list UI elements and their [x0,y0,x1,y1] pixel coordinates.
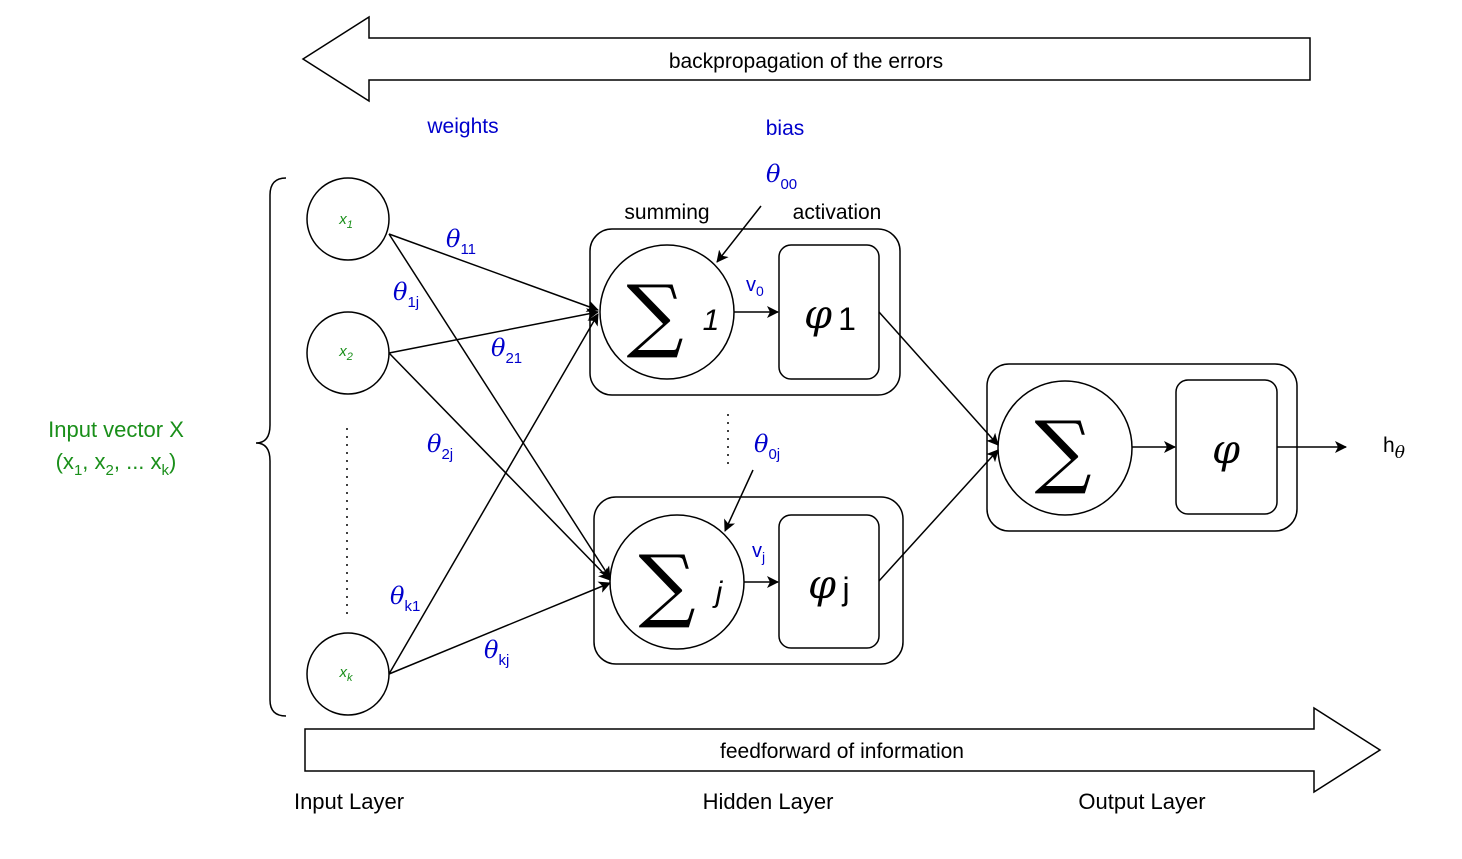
weight-theta-kj: θkj [484,636,509,669]
feedforward-arrow: feedforward of information [304,706,1382,794]
bias-edge-j [724,469,754,532]
phi-1-symbol: φ [804,292,832,338]
backprop-label: backpropagation of the errors [669,50,943,73]
phi-j-symbol: φ [808,562,836,608]
output-h-theta: hθ [1383,434,1405,463]
sum-j-sigma: ∑ [638,538,695,631]
bias-label: bias [766,117,805,140]
input-vector-components: (x1, x2, ... xk) [56,449,177,479]
weight-theta-11: θ11 [446,225,476,258]
weight-theta-21: θ21 [491,334,522,367]
backprop-arrow: backpropagation of the errors [301,15,1311,103]
weights-label: weights [426,115,498,138]
input-node-x1: x1 [306,177,390,261]
phi-1-index: 1 [838,301,856,337]
v0-label: v0 [746,274,764,299]
output-layer-label: Output Layer [1078,789,1205,814]
hidden-neuron-j: ∑ j φ j [593,496,904,665]
activation-label: activation [793,201,882,224]
summing-label: summing [624,201,709,224]
hidden-layer-label: Hidden Layer [703,789,834,814]
svg-text:xk: xk [339,664,354,684]
bias-edge-1 [716,205,762,263]
edge-x2-h1 [388,308,599,354]
weight-connections [388,205,1347,675]
edge-phij-out [878,449,999,582]
output-phi: φ [1212,427,1240,473]
phi-j-index: j [841,571,849,607]
weight-theta-k1: θk1 [390,582,420,615]
sum-1-sigma: ∑ [626,268,683,361]
weight-theta-2j: θ2j [427,430,453,463]
input-brace [255,177,287,717]
input-vector-title: Input vector X [48,417,184,442]
input-node-x2: x2 [306,311,390,395]
edge-xk-h1 [388,313,599,675]
sum-1-index: 1 [703,304,720,337]
svg-text:x2: x2 [338,343,353,363]
edge-x1-hj [388,233,611,579]
input-layer-label: Input Layer [294,789,404,814]
edge-x1-h1 [388,233,599,312]
feedforward-label: feedforward of information [720,740,964,763]
weight-theta-1j: θ1j [393,278,419,311]
edge-xk-hj [388,581,611,675]
vj-label: vj [752,540,765,565]
edge-x2-hj [388,352,611,581]
bias-theta-00: θ00 [766,160,797,193]
bias-theta-0j: θ0j [754,430,780,463]
input-node-xk: xk [306,632,390,716]
edge-phi1-out [878,311,999,446]
output-sigma: ∑ [1034,404,1091,497]
svg-text:x1: x1 [338,211,353,231]
